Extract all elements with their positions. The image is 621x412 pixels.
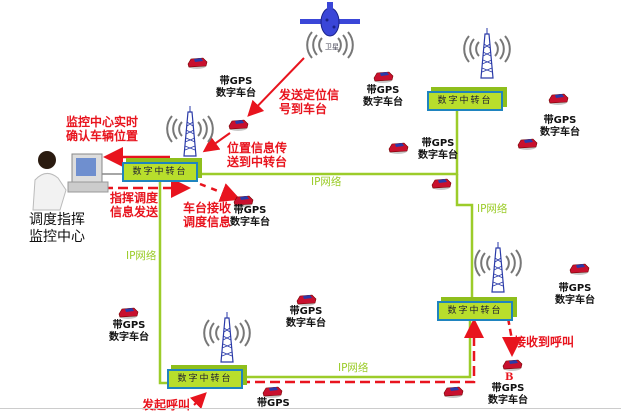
car-icon xyxy=(118,307,139,320)
ip-network-label: IP网络 xyxy=(338,362,369,374)
label-line: 带GPS xyxy=(491,383,525,394)
tower-center-icon xyxy=(166,105,214,157)
annotation-confirm-position: 监控中心实时 确认车辆位置 xyxy=(66,115,138,144)
relay-station-topright: 数字中转台 xyxy=(427,91,503,111)
satellite-label: 卫星 xyxy=(325,43,339,51)
ip-network-label: IP网络 xyxy=(311,176,342,188)
operator-workstation-icon xyxy=(32,151,109,211)
annotation-vehicle-receive: 车台接收 调度信息 xyxy=(183,201,231,230)
satellite-icon xyxy=(300,2,360,37)
label-line: 带GPS xyxy=(558,283,592,294)
annotation-receive-call: 接收到呼叫 xyxy=(514,335,575,349)
car-icon xyxy=(443,386,464,399)
bottom-divider xyxy=(0,408,621,409)
label-line: 带GPS xyxy=(257,398,290,409)
car-icon xyxy=(548,93,569,106)
label-line: 数字车台 xyxy=(418,150,458,161)
label-line: 带GPS xyxy=(289,306,323,317)
ip-line-bottom-to-right xyxy=(235,320,472,379)
annotation-line: 信息发送 xyxy=(110,205,159,220)
car-icon xyxy=(517,138,538,151)
ip-network-lines xyxy=(100,105,474,385)
label-line: 带GPS xyxy=(219,76,253,87)
annotation-line: 号到车台 xyxy=(279,102,328,117)
car-icon xyxy=(296,294,317,307)
relay-station-center: 数字中转台 xyxy=(122,162,198,182)
label-line: 带GPS xyxy=(366,85,400,96)
annotation-line: 发送定位信 xyxy=(279,88,340,102)
arrow-relay-to-vehicle-b xyxy=(502,317,522,357)
label-line: 带GPS xyxy=(233,205,267,216)
annotation-send-position: 发送定位信 号到车台 xyxy=(279,88,339,117)
label-line: 数字车台 xyxy=(216,88,256,99)
label-line: 带GPS xyxy=(543,115,577,126)
gps-vehicle-label: 带GPS xyxy=(257,398,290,410)
control-center-line: 监控中心 xyxy=(29,228,85,245)
tower-topright-icon xyxy=(463,27,511,79)
ip-network-label: IP网络 xyxy=(477,203,508,215)
control-center-line: 调度指挥 xyxy=(29,212,85,228)
ip-network-label: IP网络 xyxy=(126,250,157,262)
annotation-line: 位置信息传 xyxy=(227,141,288,155)
ip-line-center-to-bottom xyxy=(158,182,168,385)
annotation-line: 车台接收 xyxy=(183,201,232,215)
control-center-label: 调度指挥 监控中心 xyxy=(29,212,85,246)
label-line: 数字车台 xyxy=(286,318,326,329)
car-icon xyxy=(431,178,452,191)
tower-bottom-icon xyxy=(203,311,251,363)
label-line: 数字车台 xyxy=(109,332,149,343)
label-line: 带GPS xyxy=(112,320,146,331)
arrow-initiate-call xyxy=(189,392,207,410)
annotation-line: 调度信息 xyxy=(183,215,232,230)
annotation-line: 指挥调度 xyxy=(110,191,159,205)
vehicle-b-label: B xyxy=(505,372,514,383)
tower-right-icon xyxy=(474,241,522,293)
car-icon xyxy=(187,57,208,70)
annotation-line: 确认车辆位置 xyxy=(66,129,139,144)
car-icon xyxy=(388,142,409,155)
car-icon xyxy=(502,359,523,372)
label-line: 数字车台 xyxy=(540,127,580,138)
label-line: 数字车台 xyxy=(230,217,270,228)
label-line: 带GPS xyxy=(421,138,455,149)
annotation-line: 监控中心实时 xyxy=(66,115,139,129)
relay-station-bottom: 数字中转台 xyxy=(167,369,243,389)
car-icon xyxy=(373,71,394,84)
car-icon xyxy=(228,119,249,132)
annotation-position-to-relay: 位置信息传 送到中转台 xyxy=(227,141,287,170)
ip-line-topright-to-right xyxy=(455,174,474,304)
label-line: 数字车台 xyxy=(488,395,528,406)
annotation-initiate-call: 发起呼叫 xyxy=(142,398,191,412)
arrow-satellite-to-car xyxy=(247,57,305,117)
label-line: 数字车台 xyxy=(363,97,403,108)
annotation-line: 送到中转台 xyxy=(227,155,288,170)
annotation-dispatch-send: 指挥调度 信息发送 xyxy=(110,191,158,220)
arrow-bottom-relay-to-right-relay xyxy=(240,318,484,384)
relay-station-right: 数字中转台 xyxy=(437,301,513,321)
signal-arrows xyxy=(103,57,522,410)
car-icon xyxy=(569,263,590,276)
label-line: 数字车台 xyxy=(555,295,595,306)
arrow-car-to-relay xyxy=(202,132,231,153)
car-icon xyxy=(262,386,283,399)
arrow-relay-to-car-dispatch xyxy=(199,182,241,202)
